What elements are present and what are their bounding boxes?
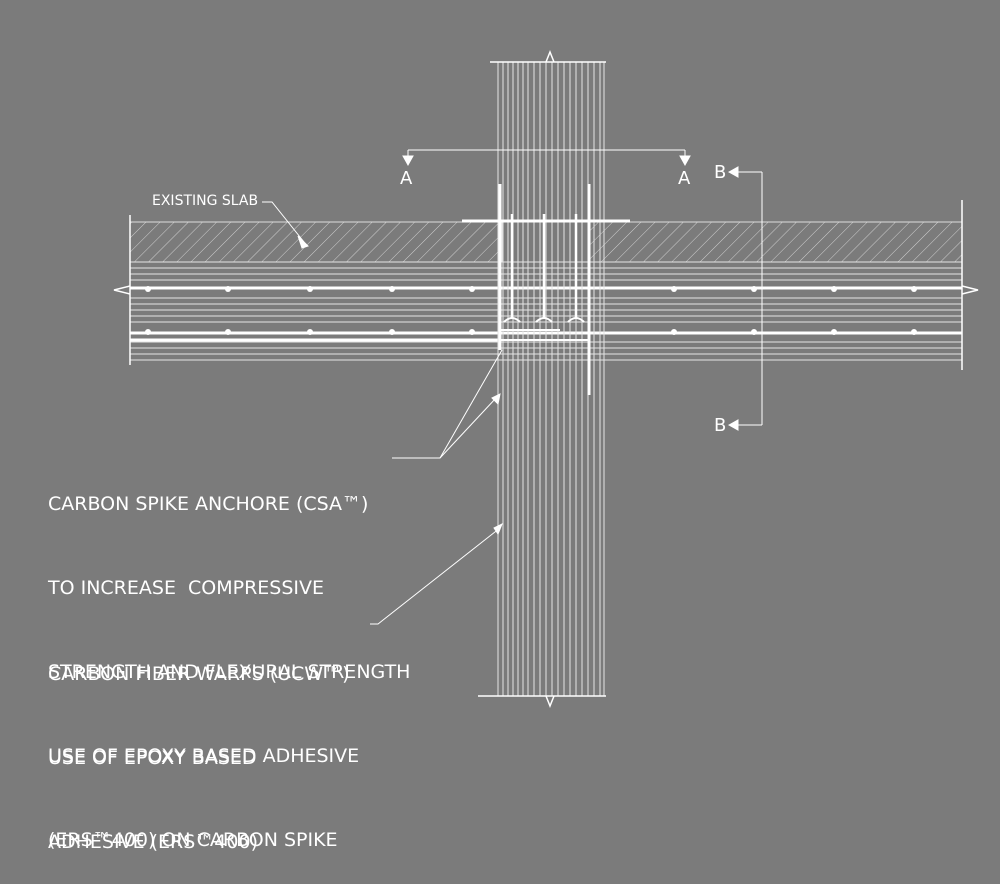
note-line: CARBON FIBER WARPS (UCW™) <box>48 663 350 685</box>
rebar-dot <box>751 329 757 335</box>
rebar-dot <box>389 329 395 335</box>
connection-detail-drawing <box>113 49 979 709</box>
rebar-dot <box>831 329 837 335</box>
column <box>478 49 606 709</box>
rebar-dot <box>225 286 231 292</box>
carbon-fiber-note: CARBON FIBER WARPS (UCW™) USE OF EPOXY B… <box>48 604 349 884</box>
rebar-dot <box>145 329 151 335</box>
note-line: ADHESIVE (ERS™400) <box>48 831 258 853</box>
rebar-dot <box>831 286 837 292</box>
section-b-bottom-label: B <box>714 415 727 436</box>
rebar-dots <box>145 286 917 335</box>
note-line: USE OF EPOXY BASED <box>48 747 257 769</box>
rebar-dot <box>145 286 151 292</box>
rebar-dot <box>911 329 917 335</box>
rebar-dot <box>225 329 231 335</box>
rebar-dot <box>307 329 313 335</box>
section-cut-a <box>402 149 691 167</box>
note-line: TO INCREASE COMPRESSIVE <box>48 577 325 599</box>
rebar-dot <box>307 286 313 292</box>
section-b-top-label: B <box>714 162 727 183</box>
rebar-dot <box>389 286 395 292</box>
existing-slab <box>129 221 963 263</box>
rebar-dot <box>751 286 757 292</box>
rebar-dot <box>469 286 475 292</box>
rebar-dot <box>671 286 677 292</box>
break-marks <box>113 200 979 370</box>
section-cut-b <box>727 166 763 431</box>
rebar-dot <box>671 329 677 335</box>
section-a-right-label: A <box>678 168 691 189</box>
rebar-dot <box>911 286 917 292</box>
note-line: USE OF EPOXY BASED ADHESIVE <box>48 745 360 767</box>
existing-slab-label: EXISTING SLAB <box>152 193 259 209</box>
note-line: STRENGTH AND FLEXURAL STRENGTH <box>48 661 411 683</box>
note-line: CARBON SPIKE ANCHORE (CSA™) <box>48 493 369 515</box>
carbon-spike-anchors <box>462 184 630 395</box>
leader-lines <box>262 201 503 625</box>
section-a-left-label: A <box>400 168 413 189</box>
rebar-dot <box>469 329 475 335</box>
